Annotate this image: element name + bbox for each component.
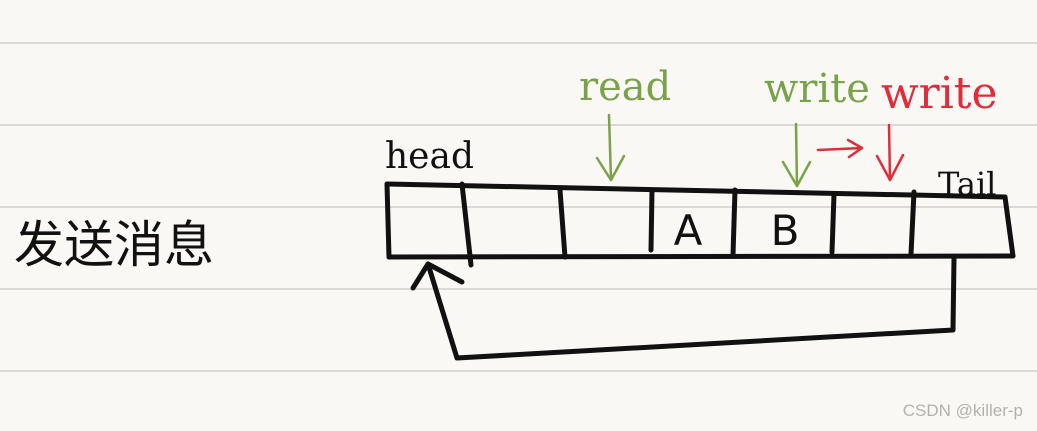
buffer-outline [384, 181, 1016, 260]
buffer-top-edge [384, 181, 1008, 200]
read-label: read [579, 64, 671, 110]
divider-5 [829, 191, 837, 255]
divider-4 [730, 187, 738, 258]
head-label: head [385, 136, 474, 177]
buffer-right-edge [1002, 194, 1016, 259]
write-advance-arrow-icon [816, 138, 864, 159]
divider-1 [459, 181, 474, 268]
wraparound-arrow [410, 255, 957, 361]
cell-dividers [459, 181, 917, 268]
buffer-left-edge [384, 181, 392, 260]
divider-6 [908, 189, 917, 257]
read-arrow-icon [595, 113, 626, 182]
divider-3 [648, 187, 655, 253]
title-text: 发送消息 [14, 216, 214, 274]
cell-a-label: A [674, 206, 703, 255]
write-current-label: write [764, 66, 870, 112]
write-next-arrow-icon [875, 123, 905, 182]
cell-b-label: B [771, 206, 800, 255]
write-current-arrow-icon [781, 122, 812, 188]
watermark: CSDN @killer-p [902, 401, 1023, 420]
tail-label: Tail [938, 165, 996, 203]
wraparound-arrowhead-icon [410, 261, 465, 291]
ruled-lines [0, 42, 1037, 372]
buffer-bottom-edge [386, 253, 1016, 260]
divider-2 [557, 187, 568, 260]
write-next-label: write [881, 68, 998, 119]
